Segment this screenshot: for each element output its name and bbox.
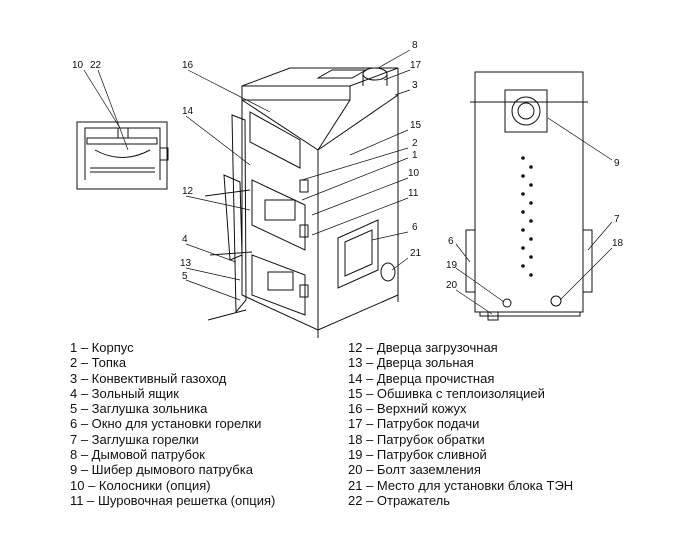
legend-item: 10 – Колосники (опция)	[70, 477, 211, 493]
rear-ventilation-holes	[521, 156, 533, 277]
legend-item: 17 – Патрубок подачи	[348, 416, 480, 432]
vent-hole	[529, 255, 533, 259]
callout-3: 3	[412, 80, 418, 91]
callout-18: 18	[612, 238, 624, 249]
callout-20: 20	[446, 280, 458, 291]
legend-item: 5 – Заглушка зольника	[70, 401, 208, 417]
callout-10: 10	[72, 60, 84, 71]
legend-item: 9 – Шибер дымового патрубка	[70, 462, 253, 478]
callout-17: 17	[410, 60, 422, 71]
detail-inset	[76, 121, 169, 190]
legend-item: 18 – Патрубок обратки	[348, 431, 485, 447]
vent-hole	[521, 210, 525, 214]
callout-6: 6	[412, 222, 418, 233]
legend-item: 14 – Дверца прочистная	[348, 370, 495, 386]
vent-hole	[529, 237, 533, 241]
legend-item: 8 – Дымовой патрубок	[70, 447, 205, 463]
leader-lines	[83, 49, 613, 315]
legend-item: 3 – Конвективный газоход	[70, 370, 227, 386]
legend-item: 7 – Заглушка горелки	[70, 431, 199, 447]
callout-12: 12	[182, 186, 194, 197]
legend-item: 22 – Отражатель	[348, 492, 451, 508]
callout-14: 14	[182, 106, 194, 117]
vent-hole	[529, 219, 533, 223]
legend-item: 16 – Верхний кожух	[348, 401, 467, 417]
vent-hole	[529, 183, 533, 187]
callout-4: 4	[182, 234, 188, 245]
vent-hole	[521, 246, 525, 250]
callout-1: 1	[412, 150, 418, 161]
callout-15: 15	[410, 120, 422, 131]
legend-item: 2 – Топка	[70, 355, 127, 371]
vent-hole	[521, 174, 525, 178]
legend-item: 6 – Окно для установки горелки	[70, 416, 262, 432]
boiler-front-view	[204, 67, 399, 338]
legend-item: 19 – Патрубок сливной	[348, 447, 487, 463]
vent-hole	[521, 192, 525, 196]
boiler-rear-view	[465, 71, 593, 321]
callout-5: 5	[182, 271, 188, 282]
callout-10b: 10	[408, 168, 420, 179]
callout-21: 21	[410, 248, 422, 259]
callout-16: 16	[182, 60, 194, 71]
vent-hole	[521, 264, 525, 268]
callout-13: 13	[180, 258, 192, 269]
vent-hole	[529, 273, 533, 277]
legend-item: 13 – Дверца зольная	[348, 355, 474, 371]
callout-9: 9	[614, 158, 620, 169]
callout-2: 2	[412, 138, 418, 149]
vent-hole	[521, 228, 525, 232]
legend-item: 21 – Место для установки блока ТЭН	[348, 477, 574, 493]
callout-labels: 10 22 16 14 12 4 13 5 8 17 3 15 2 1 10 1…	[72, 40, 624, 291]
callout-22: 22	[90, 60, 102, 71]
vent-hole	[529, 201, 533, 205]
callout-6b: 6	[448, 236, 454, 247]
callout-8: 8	[412, 40, 418, 51]
legend-item: 15 – Обшивка с теплоизоляцией	[348, 385, 545, 401]
callout-7: 7	[614, 214, 620, 225]
legend-item: 20 – Болт заземления	[348, 462, 481, 478]
legend-item: 11 – Шуровочная решетка (опция)	[70, 492, 276, 508]
legend-item: 1 – Корпус	[70, 340, 134, 355]
callout-11: 11	[408, 188, 419, 199]
callout-19: 19	[446, 260, 458, 271]
legend-item: 4 – Зольный ящик	[70, 385, 179, 401]
vent-hole	[521, 156, 525, 160]
boiler-diagram: 10 22 16 14 12 4 13 5 8 17 3 15 2 1 10 1…	[72, 40, 624, 338]
legend-item: 12 – Дверца загрузочная	[348, 340, 498, 355]
vent-hole	[529, 165, 533, 169]
